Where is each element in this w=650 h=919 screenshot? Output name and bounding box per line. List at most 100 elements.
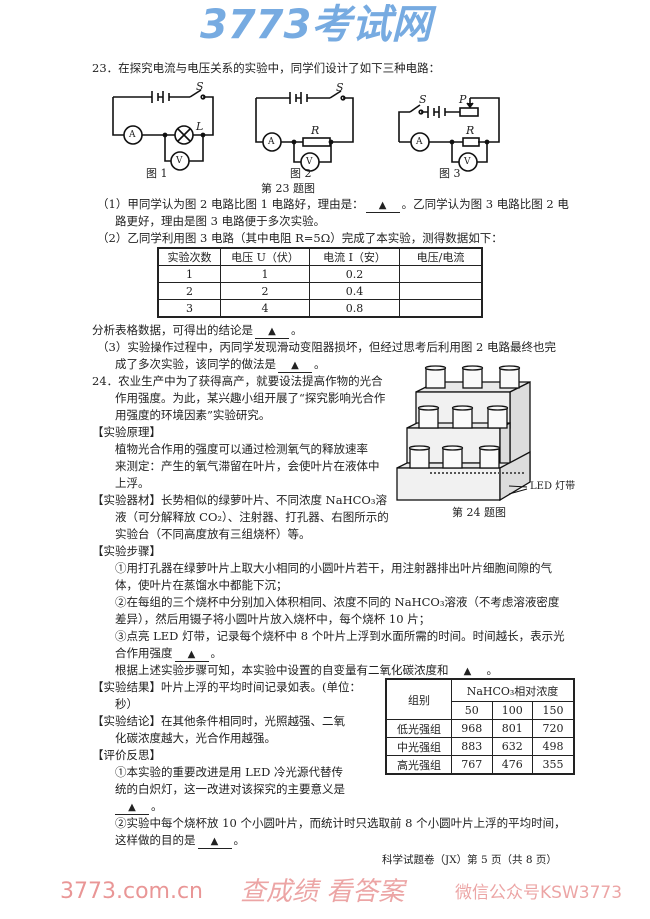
q23-part3-line: 成了多次实验，该同学的做法是▲。 bbox=[115, 357, 326, 373]
table-cell: 801 bbox=[491, 719, 533, 738]
results-line: 【实验结果】叶片上浮的平均时间记录如表。(单位： bbox=[92, 680, 361, 694]
table-header: NaHCO₃相对浓度 bbox=[451, 678, 575, 702]
table-header: 电压 U（伏） bbox=[220, 247, 310, 266]
step-line: ②在每组的三个烧杯中分别加入体积相同、浓度不同的 NaHCO₃溶液（不考虑溶液密… bbox=[115, 595, 560, 609]
circuit-figure-2 bbox=[255, 90, 354, 172]
reflection-heading: 【评价反思】 bbox=[92, 748, 161, 762]
table-cell: 高光强组 bbox=[385, 755, 452, 775]
table-header: 50 bbox=[451, 701, 493, 720]
answer-blank: ▲ bbox=[278, 359, 312, 373]
reflection-line: ①本实验的重要改进是用 LED 冷光源代替传 bbox=[115, 765, 344, 779]
q23-analysis-line: 分析表格数据，可得出的结论是▲。 bbox=[92, 323, 303, 339]
table-header: 100 bbox=[491, 701, 533, 720]
beaker-icon bbox=[408, 445, 431, 469]
table-cell: 低光强组 bbox=[385, 719, 452, 738]
q23-part1-line: 路更好，理由是图 3 电路便于多次实验。 bbox=[115, 214, 326, 228]
table-header: 实验次数 bbox=[157, 247, 221, 266]
switch-label: S bbox=[196, 80, 204, 93]
table-cell: 1 bbox=[220, 265, 310, 283]
conclusion-line: 化碳浓度越大，光合作用越强。 bbox=[115, 731, 276, 745]
table-cell: 中光强组 bbox=[385, 737, 452, 756]
table-cell: 0.4 bbox=[309, 282, 400, 300]
answer-blank: ▲ bbox=[174, 648, 209, 662]
principle-line: 来测定：产生的氧气滞留在叶片，会使叶片在液体中 bbox=[115, 459, 380, 473]
ammeter-icon bbox=[410, 132, 430, 152]
table-cell: 632 bbox=[491, 737, 533, 756]
ammeter-label: A bbox=[129, 130, 136, 140]
circuit-figure-1 bbox=[112, 89, 214, 171]
q23-part1-line: （1）甲同学认为图 2 电路比图 1 电路好，理由是：▲。乙同学认为图 3 电路… bbox=[97, 197, 569, 213]
table-cell: 4 bbox=[220, 299, 310, 318]
table-header: 电流 I（安） bbox=[309, 247, 400, 266]
materials-line: 【实验器材】长势相似的绿萝叶片、不同浓度 NaHCO₃溶 bbox=[92, 493, 387, 507]
answer-blank: ▲ bbox=[197, 835, 232, 849]
principle-line: 植物光合作用的强度可以通过检测氧气的释放速率 bbox=[115, 442, 368, 456]
table-cell: 883 bbox=[451, 737, 493, 756]
step-line: 根据上述实验步骤可知，本实验中设置的自变量有二氧化碳浓度和▲。 bbox=[115, 663, 498, 679]
ammeter-label: A bbox=[416, 137, 423, 147]
table-header: 组别 bbox=[385, 678, 452, 720]
ammeter-icon bbox=[262, 132, 282, 152]
voltmeter-icon bbox=[300, 152, 320, 172]
materials-line: 实验台（不同高度放有三组烧杯）等。 bbox=[115, 527, 311, 541]
beaker-icon bbox=[478, 445, 501, 469]
step-line: ③点亮 LED 灯带，记录每个烧杯中 8 个叶片上浮到水面所需的时间。时间越长，… bbox=[115, 629, 565, 643]
step-line: 合作用强度▲。 bbox=[115, 646, 222, 662]
switch-label: S bbox=[336, 81, 344, 94]
table-cell: 355 bbox=[532, 755, 575, 775]
table-cell: 2 bbox=[220, 282, 310, 300]
voltmeter-label: V bbox=[306, 157, 313, 167]
page-footer: 科学试题卷（JX）第 5 页（共 8 页） bbox=[382, 854, 557, 866]
q24-intro-line: 24．农业生产中为了获得高产，就要设法提高作物的光合 bbox=[92, 374, 383, 388]
led-strip-label: LED 灯带 bbox=[530, 481, 576, 492]
experiment-platform-figure bbox=[396, 380, 531, 502]
answer-blank: ▲ bbox=[255, 325, 289, 339]
switch-label: S bbox=[419, 93, 427, 106]
rheostat-icon bbox=[459, 107, 479, 117]
table-cell: 1 bbox=[157, 265, 221, 283]
materials-line: 液（可分解释放 CO₂）、注射器、打孔器、右图所示的 bbox=[115, 510, 389, 524]
table-cell bbox=[399, 282, 483, 300]
q24-intro-line: 作用强度。为此，某兴趣小组开展了“探究影响光合作 bbox=[115, 391, 386, 405]
q23-title: 23．在探究电流与电压关系的实验中，同学们设计了如下三种电路： bbox=[92, 61, 441, 75]
resistor-icon bbox=[302, 137, 331, 147]
q23-part3-line: （3）实验操作过程中，丙同学发现滑动变阻器损坏，但经过思考后利用图 2 电路最终… bbox=[97, 340, 556, 354]
conclusion-line: 【实验结论】在其他条件相同时，光照越强、二氧 bbox=[92, 714, 345, 728]
lamp-label: L bbox=[196, 120, 204, 133]
step-line: 差异），然后用镊子将小圆叶片放入烧杯中，每个烧杯 10 片； bbox=[115, 612, 431, 626]
slider-label: P bbox=[459, 93, 467, 106]
table-cell: 767 bbox=[451, 755, 493, 775]
lamp-icon bbox=[174, 125, 194, 145]
figure-1-label: 图 1 bbox=[146, 167, 168, 180]
voltmeter-icon bbox=[170, 151, 190, 171]
reflection-line: 统的白炽灯，这一改进对该探究的主要意义是 bbox=[115, 782, 345, 796]
reflection-line: ②实验中每个烧杯放 10 个小圆叶片，而统计时只选取前 8 个小圆叶片上浮的平均… bbox=[115, 816, 566, 830]
steps-heading: 【实验步骤】 bbox=[92, 544, 161, 558]
table-cell: 498 bbox=[532, 737, 575, 756]
results-line: 秒） bbox=[115, 697, 138, 711]
beaker-icon bbox=[441, 445, 464, 469]
voltmeter-label: V bbox=[176, 156, 183, 166]
resistor-label: R bbox=[311, 124, 320, 137]
table-cell: 3 bbox=[157, 299, 221, 318]
beaker-icon bbox=[424, 365, 447, 389]
table-header: 电压/电流 bbox=[399, 247, 483, 266]
figure-24-caption: 第 24 题图 bbox=[452, 506, 506, 519]
beaker-icon bbox=[461, 365, 484, 389]
table-cell: 0.8 bbox=[309, 299, 400, 318]
step-line: 体，使叶片在蒸馏水中都能下沉； bbox=[115, 578, 288, 592]
q24-intro-line: 用强度的环境因素”实验研究。 bbox=[115, 408, 271, 422]
beaker-icon bbox=[498, 365, 521, 389]
circuit-figure-3 bbox=[398, 97, 500, 172]
reflection-line: ▲。 bbox=[113, 798, 163, 815]
beaker-icon bbox=[451, 405, 474, 429]
figure-3-label: 图 3 bbox=[439, 167, 461, 180]
